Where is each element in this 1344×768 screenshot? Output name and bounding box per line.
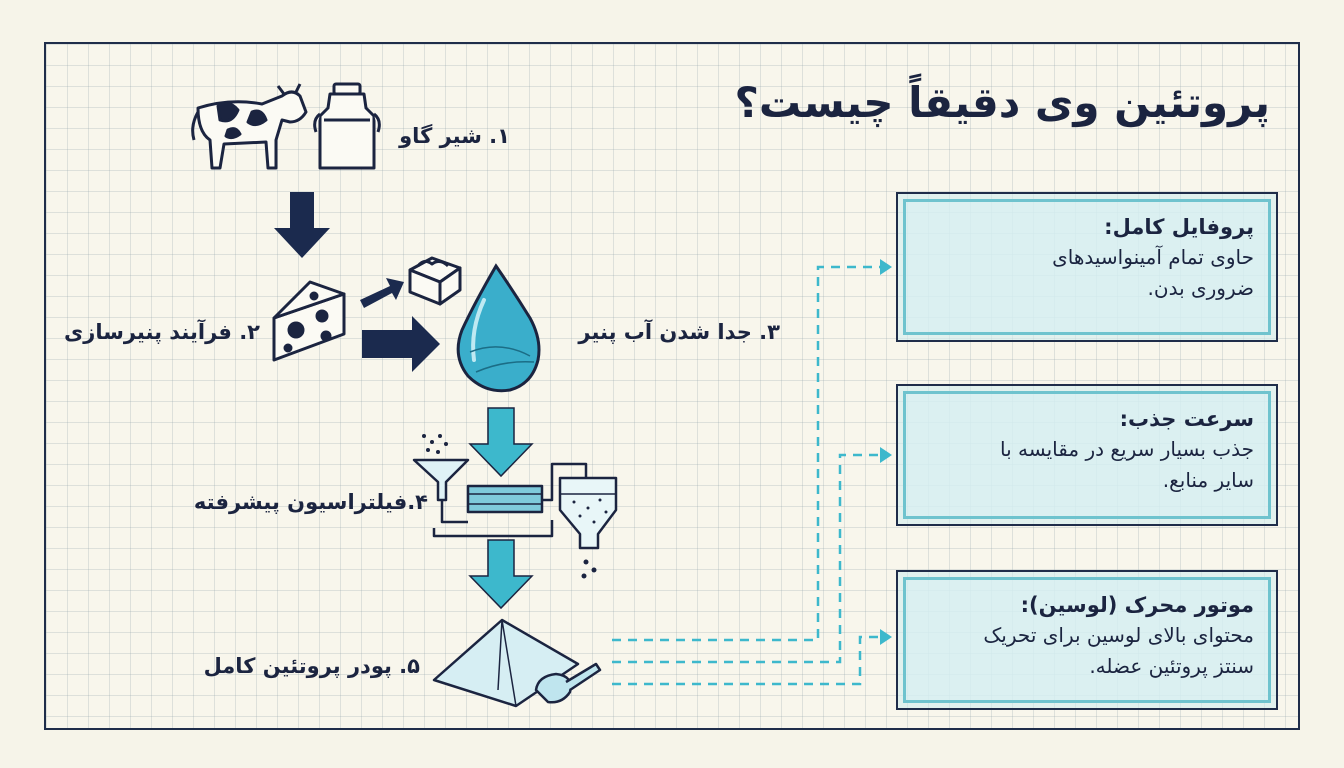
protein-powder-icon xyxy=(432,618,602,708)
step-label-cheese: ۲. فرآیند پنیرسازی xyxy=(64,320,260,344)
step-label-filtration: ۴.فیلتراسیون پیشرفته xyxy=(193,490,428,514)
step-label-whey: ۳. جدا شدن آب پنیر xyxy=(578,320,780,344)
benefit-title: سرعت جذب: xyxy=(1119,407,1254,431)
benefit-text: جذب بسیار سریع در مقایسه با سایر منابع. xyxy=(1000,437,1254,492)
arrow-down-navy-icon xyxy=(274,192,330,258)
cow-icon xyxy=(191,83,308,170)
benefit-text: محتوای بالای لوسین برای تحریک سنتز پروتئ… xyxy=(983,623,1254,678)
page-title: پروتئین وی دقیقاً چیست؟ xyxy=(734,78,1271,127)
arrow-diagonal-navy-icon xyxy=(360,278,404,308)
whey-drop-icon xyxy=(456,263,541,393)
milk-can-icon xyxy=(313,82,381,170)
benefit-box-absorption: سرعت جذب: جذب بسیار سریع در مقایسه با سا… xyxy=(896,384,1278,526)
benefit-box-leucine: موتور محرک (لوسین): محتوای بالای لوسین ب… xyxy=(896,570,1278,710)
dashed-connector xyxy=(612,265,880,686)
filtration-apparatus-icon xyxy=(412,434,618,579)
step-label-powder: ۵. پودر پروتئین کامل xyxy=(203,654,420,678)
arrowhead-teal-icon xyxy=(880,259,892,645)
cheese-icon xyxy=(272,280,346,362)
benefit-title: موتور محرک (لوسین): xyxy=(1020,593,1254,617)
step-label-milk: ۱. شیر گاو xyxy=(399,124,510,148)
benefit-text: حاوی تمام آمینواسیدهای ضروری بدن. xyxy=(1052,245,1254,300)
benefit-title: پروفایل کامل: xyxy=(1104,215,1254,239)
curd-box-icon xyxy=(408,256,462,306)
arrow-right-navy-icon xyxy=(362,316,440,372)
arrow-down-teal-icon xyxy=(468,539,534,610)
arrow-down-teal-icon xyxy=(468,407,534,478)
benefit-box-profile: پروفایل کامل: حاوی تمام آمینواسیدهای ضرو… xyxy=(896,192,1278,342)
